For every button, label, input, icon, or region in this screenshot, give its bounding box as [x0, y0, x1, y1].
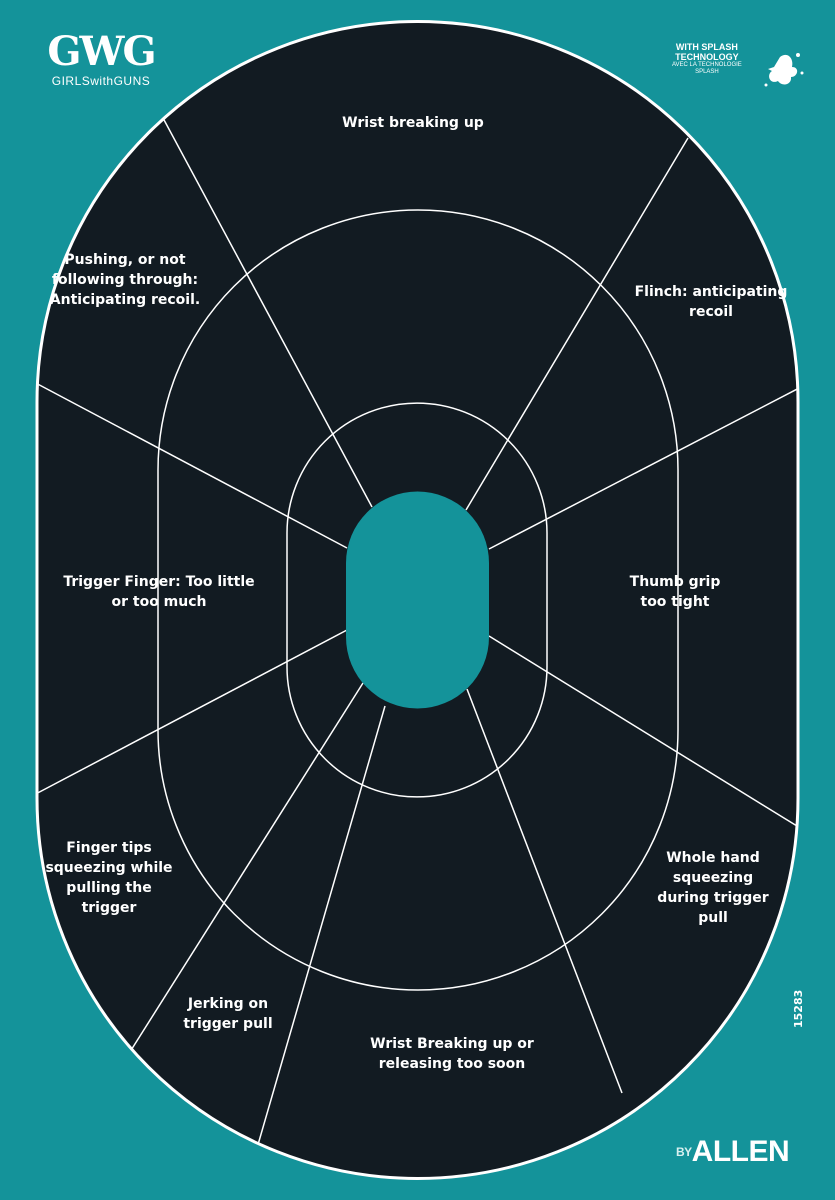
- divider-line: [465, 137, 689, 511]
- gwg-logo: GWG GIRLSwithGUNS: [38, 28, 164, 89]
- zone-label-top: Wrist breaking up: [342, 115, 484, 131]
- splash-badge: WITH SPLASH TECHNOLOGY AVEC LA TECHNOLOG…: [672, 42, 742, 76]
- allen-by: BY: [676, 1145, 692, 1159]
- splash-line2: TECHNOLOGY: [675, 52, 739, 62]
- middle-ring: [157, 209, 679, 991]
- logo-main: GWG: [47, 28, 156, 75]
- divider-line: [162, 117, 373, 508]
- divider-line: [37, 379, 348, 549]
- divider-line: [127, 682, 364, 1056]
- logo-sub: GIRLSwithGUNS: [51, 74, 151, 88]
- divider-line: [466, 688, 623, 1094]
- inner-ring: [286, 402, 548, 798]
- splash-line1: WITH SPLASH: [675, 42, 738, 52]
- divider-line: [488, 635, 798, 832]
- bullseye: [346, 491, 489, 709]
- product-code: 15283: [792, 989, 805, 1028]
- allen-logo: BYALLEN: [676, 1135, 790, 1168]
- splash-line3: AVEC LA TECHNOLOGIE: [672, 62, 742, 68]
- divider-line: [254, 705, 386, 1156]
- splash-line4: SPLASH: [695, 69, 719, 75]
- allen-name: ALLEN: [691, 1135, 790, 1168]
- divider-line: [37, 629, 348, 798]
- divider-line: [488, 384, 798, 550]
- splash-icon: [764, 53, 804, 87]
